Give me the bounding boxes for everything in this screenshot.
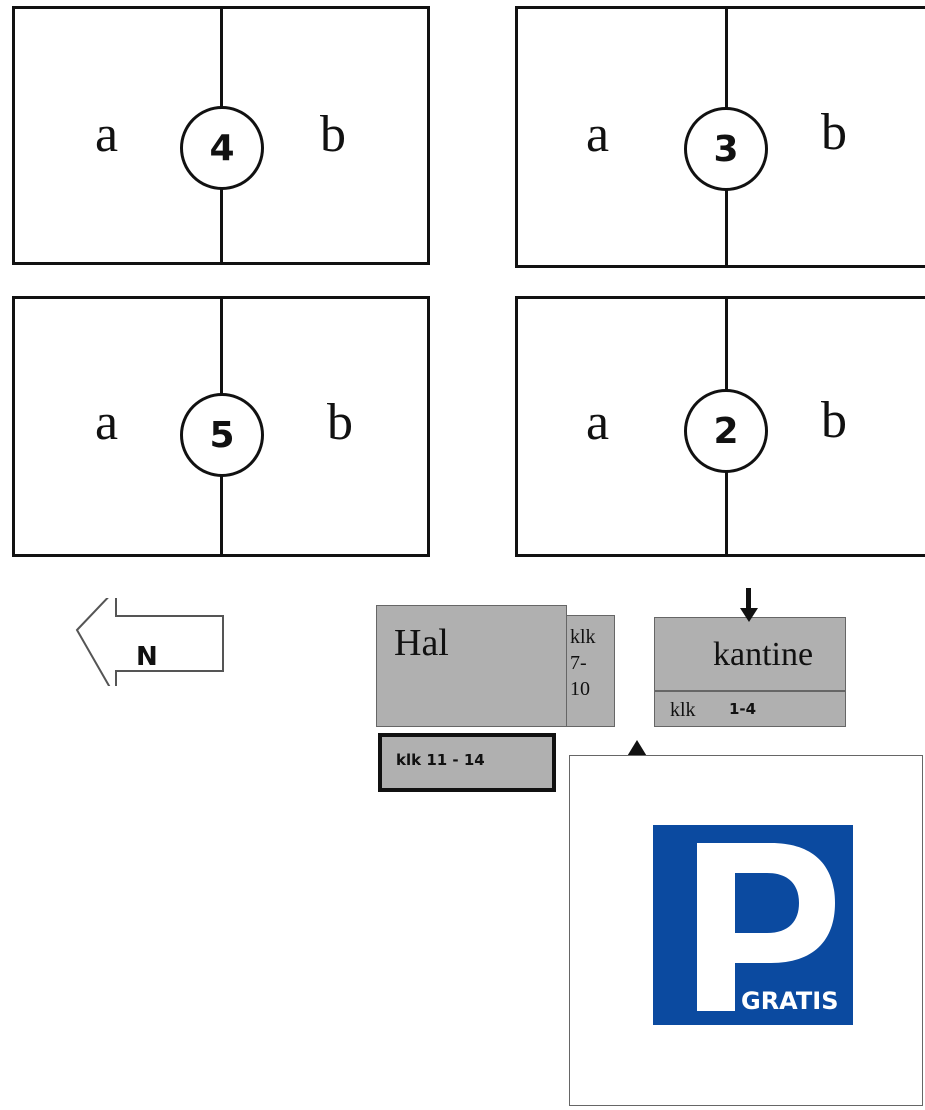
field-2-side-a: a bbox=[586, 394, 610, 451]
down-arrow-icon bbox=[740, 588, 758, 622]
field-5: a b 5 bbox=[12, 296, 430, 557]
klk-1-4-prefix: klk bbox=[670, 699, 696, 721]
field-3-side-a: a bbox=[586, 106, 610, 163]
building-klk-7-10: klk 7- 10 bbox=[566, 615, 615, 727]
field-3: a b 3 bbox=[515, 6, 925, 268]
north-arrow: N bbox=[74, 586, 226, 702]
klk-1-4-value: 1-4 bbox=[729, 700, 757, 718]
parking-area: GRATIS bbox=[569, 755, 923, 1106]
field-4: a b 4 bbox=[12, 6, 430, 265]
field-2: a b 2 bbox=[515, 296, 925, 557]
klk-11-14-label: klk 11 - 14 bbox=[396, 751, 485, 769]
building-kantine: kantine bbox=[654, 617, 846, 691]
parking-gratis-label: GRATIS bbox=[741, 987, 839, 1015]
field-4-side-b: b bbox=[320, 106, 346, 163]
field-4-number: 4 bbox=[180, 106, 264, 190]
klk-7-10-line-2: 7- bbox=[570, 652, 587, 674]
building-hal: Hal bbox=[376, 605, 567, 727]
klk-7-10-line-3: 10 bbox=[570, 678, 590, 700]
field-5-number: 5 bbox=[180, 393, 264, 477]
field-2-number: 2 bbox=[684, 389, 768, 473]
north-label: N bbox=[136, 642, 158, 672]
field-3-side-b: b bbox=[821, 104, 847, 161]
kantine-label: kantine bbox=[713, 636, 814, 673]
field-5-side-b: b bbox=[327, 394, 353, 451]
building-klk-11-14: klk 11 - 14 bbox=[378, 733, 556, 792]
hal-label: Hal bbox=[394, 622, 449, 664]
klk-7-10-line-1: klk bbox=[570, 626, 596, 648]
building-klk-1-4: klk 1-4 bbox=[654, 691, 846, 727]
field-5-side-a: a bbox=[95, 394, 119, 451]
field-3-number: 3 bbox=[684, 107, 768, 191]
parking-sign: GRATIS bbox=[653, 825, 853, 1025]
field-2-side-b: b bbox=[821, 392, 847, 449]
field-4-side-a: a bbox=[95, 106, 119, 163]
kantine-entrance-arrow bbox=[738, 588, 760, 624]
parking-p-icon bbox=[697, 843, 835, 1011]
